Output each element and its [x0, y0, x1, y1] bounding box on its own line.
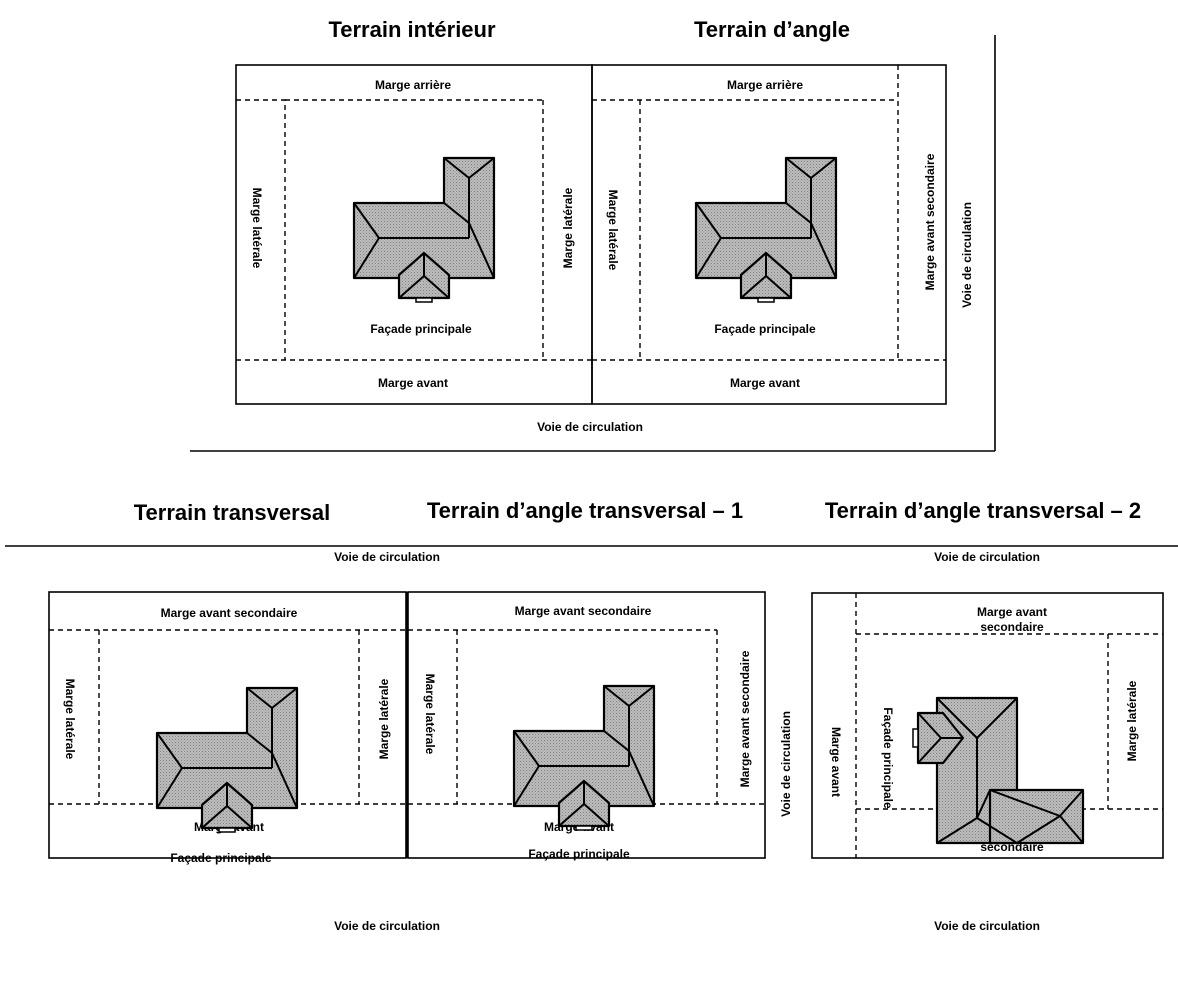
label-marge-laterale: Marge latérale — [377, 678, 391, 759]
label-voie-de-circulation: Voie de circulation — [334, 550, 440, 564]
heading-terrain-angle: Terrain d’angle — [694, 17, 850, 42]
label-marge-arriere: Marge arrière — [375, 78, 451, 92]
heading-terrain-interieur: Terrain intérieur — [328, 17, 496, 42]
label-marge-avant-secondaire: Marge avant secondaire — [738, 650, 752, 787]
label-marge-avant-secondaire: Marge avant secondaire — [515, 604, 652, 618]
label-marge-laterale: Marge latérale — [606, 190, 620, 271]
heading-terrain-angle-transversal-2: Terrain d’angle transversal – 2 — [825, 498, 1141, 523]
label-voie-de-circulation: Voie de circulation — [779, 711, 793, 817]
lot-terrain-angle-transversal-1: Marge avant secondaire Marge avant Marge… — [405, 591, 766, 861]
label-voie-de-circulation: Voie de circulation — [537, 420, 643, 434]
label-marge-avant: Marge avant — [829, 727, 843, 797]
label-voie-de-circulation: Voie de circulation — [334, 919, 440, 933]
label-marge-avant-secondaire: Marge avant — [977, 605, 1047, 619]
label-facade-principale: Façade principale — [881, 707, 895, 809]
heading-terrain-angle-transversal-1: Terrain d’angle transversal – 1 — [427, 498, 743, 523]
house-icon — [155, 686, 299, 834]
label-marge-laterale: Marge latérale — [1125, 680, 1139, 761]
label-marge-avant-secondaire: Marge avant secondaire — [161, 606, 298, 620]
label-marge-arriere: Marge arrière — [727, 78, 803, 92]
heading-terrain-transversal: Terrain transversal — [134, 500, 330, 525]
label-marge-laterale: Marge latérale — [561, 187, 575, 268]
house-icon — [352, 156, 496, 304]
lot-terrain-transversal: Marge avant secondaire Marge avant Marge… — [48, 591, 407, 865]
label-facade-principale: Façade principale — [370, 322, 472, 336]
label-voie-de-circulation: Voie de circulation — [934, 919, 1040, 933]
label-voie-de-circulation: Voie de circulation — [934, 550, 1040, 564]
house-icon — [912, 696, 1085, 845]
label-marge-avant-secondaire: Marge avant secondaire — [923, 153, 937, 290]
label-facade-principale: Façade principale — [528, 847, 630, 861]
label-facade-principale: Façade principale — [714, 322, 816, 336]
label-marge-avant: Marge avant — [378, 376, 448, 390]
label-facade-principale: Façade principale — [170, 851, 272, 865]
label-marge-laterale: Marge latérale — [250, 188, 264, 269]
lot-terrain-angle: Marge arrière Marge avant Marge latérale… — [591, 64, 947, 405]
label-marge-laterale: Marge latérale — [423, 674, 437, 755]
label-marge-avant-secondaire: secondaire — [980, 620, 1044, 634]
lot-terrain-angle-transversal-2: Marge avant secondaire Marge avant secon… — [811, 592, 1164, 859]
label-marge-laterale: Marge latérale — [63, 679, 77, 760]
lot-terrain-interieur: Marge arrière Marge avant Marge latérale… — [235, 64, 593, 405]
label-marge-avant: Marge avant — [730, 376, 800, 390]
house-icon — [512, 684, 656, 832]
house-icon — [694, 156, 838, 304]
label-voie-de-circulation: Voie de circulation — [960, 202, 974, 308]
